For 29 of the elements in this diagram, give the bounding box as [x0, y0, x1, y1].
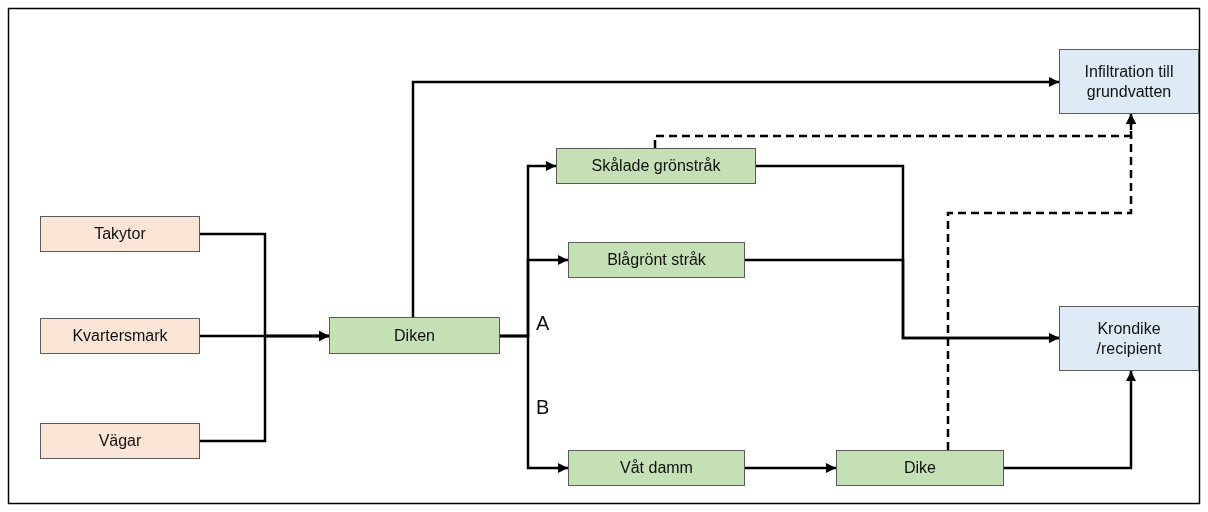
- process-box: [329, 317, 500, 354]
- box-label: Diken: [394, 325, 435, 346]
- branch-label: B: [536, 396, 550, 419]
- process-box: [556, 148, 756, 184]
- arrow: [1004, 371, 1136, 470]
- arrow: [411, 77, 1059, 317]
- box-label: Infiltration till grundvatten: [1083, 61, 1175, 102]
- process-box: [40, 318, 200, 354]
- box-label: Blågrönt stråk: [607, 250, 706, 270]
- box-label: Kvartersmark: [72, 326, 168, 346]
- arrow: [200, 331, 329, 443]
- process-box: [1059, 306, 1199, 371]
- branch-label: A: [536, 312, 550, 335]
- arrow: [500, 334, 568, 473]
- process-box: [568, 242, 745, 278]
- box-label: Vägar: [98, 431, 142, 451]
- box-label: Skålade grönstråk: [591, 156, 721, 176]
- arrow: [745, 463, 836, 473]
- arrow: [946, 114, 1136, 450]
- process-box: [568, 450, 745, 486]
- box-label: Takytor: [94, 224, 146, 244]
- box-label: Dike: [904, 458, 936, 478]
- box-label: Våt damm: [620, 458, 693, 478]
- arrow: [745, 258, 1059, 343]
- process-box: [1059, 49, 1199, 114]
- process-box: [40, 423, 200, 459]
- box-label: Krondike /recipient: [1095, 318, 1163, 359]
- process-box: [836, 450, 1004, 486]
- process-box: [40, 216, 200, 252]
